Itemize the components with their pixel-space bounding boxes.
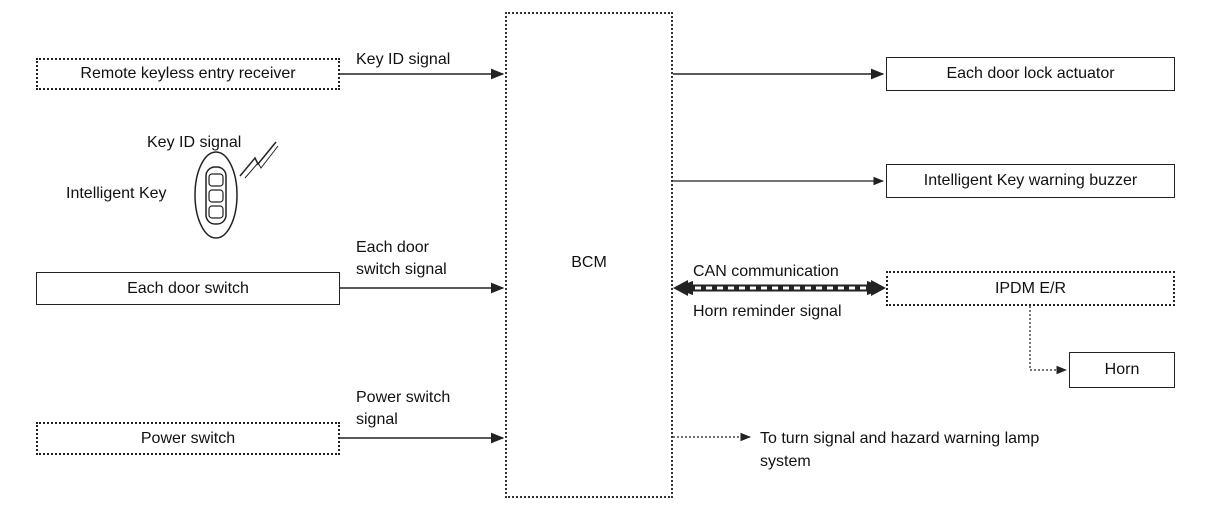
turn-signal-label-line1: To turn signal and hazard warning lamp	[760, 430, 1040, 447]
remote-keyless-entry-receiver-box: Remote keyless entry receiver	[36, 58, 340, 90]
warning-buzzer-label: Intelligent Key warning buzzer	[923, 172, 1138, 189]
ipdm-horn-line	[1029, 306, 1068, 375]
intelligent-key-button	[208, 189, 224, 203]
door-lock-actuator-box: Each door lock actuator	[886, 57, 1175, 91]
power-switch-signal-label-line2: signal	[356, 411, 398, 428]
door-switch-signal-label-line2: switch signal	[356, 261, 447, 278]
turn-signal-label-line2: system	[760, 453, 811, 470]
radio-wave-icon	[244, 145, 279, 179]
horn-label: Horn	[1104, 361, 1140, 378]
warning-buzzer-box: Intelligent Key warning buzzer	[886, 164, 1175, 198]
bcm-label: BCM	[571, 254, 607, 271]
intelligent-key-signal-label: Key ID signal	[147, 134, 242, 151]
can-communication-label: CAN communication	[693, 263, 839, 280]
radio-wave-icon	[239, 141, 277, 177]
key-id-signal-label: Key ID signal	[356, 51, 451, 68]
intelligent-key-button	[208, 205, 224, 219]
horn-box: Horn	[1069, 352, 1175, 388]
door-lock-actuator-label: Each door lock actuator	[946, 65, 1115, 82]
power-switch-signal-label-line1: Power switch	[356, 389, 451, 406]
horn-reminder-signal-label: Horn reminder signal	[693, 303, 842, 320]
remote-keyless-entry-receiver-label: Remote keyless entry receiver	[80, 65, 296, 82]
can-bus-arrowhead-right	[871, 280, 886, 296]
power-switch-label: Power switch	[140, 429, 236, 447]
ipdm-er-label: IPDM E/R	[994, 279, 1067, 297]
can-bus-arrowhead-left	[673, 280, 688, 296]
each-door-switch-box: Each door switch	[36, 272, 340, 305]
door-switch-signal-label-line1: Each door	[356, 239, 429, 256]
power-switch-box: Power switch	[36, 422, 340, 455]
each-door-switch-label: Each door switch	[127, 279, 249, 297]
bcm-box: BCM	[505, 12, 673, 498]
intelligent-key-button	[208, 173, 224, 187]
ipdm-er-box: IPDM E/R	[886, 271, 1175, 306]
intelligent-key-label: Intelligent Key	[66, 185, 167, 202]
